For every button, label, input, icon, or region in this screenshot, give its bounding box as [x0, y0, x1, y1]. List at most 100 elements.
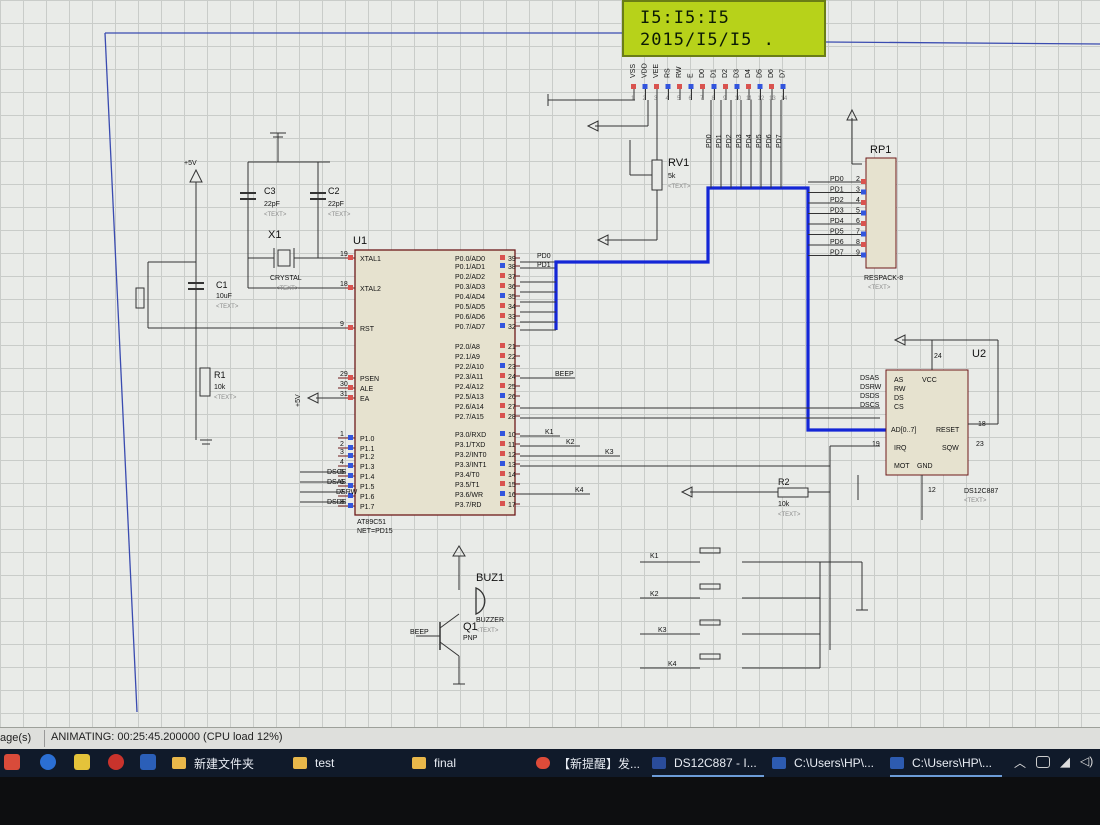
- schematic-drawing[interactable]: U1 AT89C51 NET=PD15 XTAL119XTAL218RST9PS…: [0, 0, 1100, 727]
- lcd-data-net: PD3: [736, 134, 743, 148]
- u1-left-pin-num: 4: [340, 459, 344, 466]
- u1-right-pin: P2.6/A14: [455, 404, 484, 411]
- battery-icon[interactable]: [1036, 756, 1050, 768]
- folder-icon: [293, 757, 307, 769]
- u1-right-pin: P2.4/A12: [455, 384, 484, 391]
- taskbar-item-folder[interactable]: 新建文件夹: [172, 751, 282, 775]
- reset-circuit[interactable]: +5V C1 10uF <TEXT> R1 10k <TEXT>: [135, 160, 345, 445]
- u1-left-pin: P1.7: [360, 504, 375, 511]
- lcd-pin-row[interactable]: VSS1VDD2VEE3RS4RW5E6D07D18D29D310D411D51…: [630, 63, 788, 102]
- u2-num-sqw: 23: [976, 441, 984, 448]
- key-net-k4: K4: [575, 487, 584, 494]
- taskbar-item-final[interactable]: final: [412, 751, 522, 775]
- u1-left-pin: XTAL2: [360, 286, 381, 293]
- word-icon[interactable]: [140, 754, 156, 770]
- taskbar-item-vs-2[interactable]: C:\Users\HP\...: [890, 751, 1002, 777]
- pin-state-marker: [769, 84, 774, 89]
- lcd-pin-name: D2: [722, 69, 729, 78]
- c2-ref: C2: [328, 186, 340, 196]
- rp1-part: RESPACK-8: [864, 275, 903, 282]
- pin-state-marker: [734, 84, 740, 89]
- lcd-pin-name: VSS: [630, 64, 637, 78]
- u1-right-pin: P3.6/WR: [455, 492, 483, 499]
- u2-net-dscs: DSCS: [860, 402, 880, 409]
- u2-pin-reset: RESET: [936, 427, 960, 434]
- taskbar-item-proteus[interactable]: DS12C887 - I...: [652, 751, 764, 777]
- lcd-pin-name: E: [688, 73, 695, 78]
- taskbar-item-test[interactable]: test: [293, 751, 403, 775]
- pin-state-marker: [348, 325, 353, 330]
- folder-icon: [412, 757, 426, 769]
- key-switch-k1[interactable]: K1: [640, 547, 721, 563]
- network-icon[interactable]: ◢: [1060, 754, 1070, 769]
- key-net-k1: K1: [545, 429, 554, 436]
- app-icon-2[interactable]: [40, 754, 56, 770]
- u2-rtc[interactable]: U2 DS12C887 <TEXT> AS RW DS CS AD[0..7] …: [829, 334, 999, 650]
- u1-right-pin: P2.1/A9: [455, 354, 480, 361]
- buzzer-circuit[interactable]: BUZ1 BUZZER <TEXT> Q1 PNP BEEP: [410, 545, 504, 685]
- u2-pin-vcc: VCC: [922, 377, 937, 384]
- lcd-pin-name: RW: [676, 66, 683, 78]
- u1-right-pin-num: 13: [508, 462, 516, 469]
- pin-state-marker: [500, 283, 505, 288]
- status-bar: age(s) ANIMATING: 00:25:45.200000 (CPU l…: [0, 727, 1100, 750]
- key-switch-k3[interactable]: K3: [640, 619, 721, 635]
- u2-pin-ds: DS: [894, 395, 904, 402]
- pin-state-marker: [861, 189, 866, 195]
- buz1-text-placeholder: <TEXT>: [476, 628, 499, 634]
- pin-state-marker: [500, 293, 505, 298]
- pin-state-marker: [780, 84, 786, 89]
- lcd-pin-num: 6: [689, 96, 693, 102]
- lcd-pin-name: VDD: [642, 63, 649, 78]
- r2-resistor[interactable]: R2 10k <TEXT>: [680, 477, 830, 518]
- taskbar-item-vs-1[interactable]: C:\Users\HP\...: [772, 751, 880, 775]
- pin-state-marker: [500, 431, 505, 436]
- data-bus[interactable]: [554, 186, 890, 432]
- key-switches[interactable]: K1 K2 K3 K4: [640, 547, 868, 669]
- clock-circuit[interactable]: C3 22pF <TEXT> C2 22pF <TEXT> X1 CRYSTAL…: [240, 132, 351, 292]
- u1-right-pin: P0.0/AD0: [455, 256, 485, 263]
- u1-right-pin-num: 35: [508, 294, 516, 301]
- app-icon-1[interactable]: [4, 754, 20, 770]
- pin-state-marker: [500, 501, 505, 506]
- chevron-up-icon[interactable]: ︿: [1014, 756, 1027, 770]
- page-count-label: age(s): [0, 732, 32, 744]
- u2-net-dsds: DSDS: [860, 393, 880, 400]
- app-icon-3[interactable]: [74, 754, 90, 770]
- rv1-ref: RV1: [668, 157, 689, 169]
- pin-state-marker: [500, 471, 505, 476]
- key-switch-k4[interactable]: K4: [640, 653, 721, 669]
- rp1-net: PD2: [830, 197, 844, 204]
- taskbar-label-2: final: [434, 756, 457, 770]
- key-label-k2: K2: [650, 591, 659, 598]
- p1-net-1: DSAS: [327, 479, 346, 486]
- u1-right-pin-num: 33: [508, 314, 516, 321]
- u2-pin-as: AS: [894, 377, 904, 384]
- u1-right-pin: P3.0/RXD: [455, 432, 486, 439]
- pin-state-marker: [500, 403, 505, 408]
- volume-icon[interactable]: ◁): [1080, 754, 1094, 768]
- rv1-potentiometer[interactable]: RV1 5k <TEXT>: [629, 140, 691, 191]
- folder-icon: [172, 757, 186, 769]
- u2-pin-gnd: GND: [917, 463, 933, 470]
- u2-num-irq: 19: [872, 441, 880, 448]
- key-switch-k2[interactable]: K2: [640, 583, 721, 599]
- r2-value: 10k: [778, 501, 790, 508]
- netease-icon[interactable]: [108, 754, 124, 770]
- taskbar-label-0: 新建文件夹: [194, 756, 255, 771]
- u2-text-placeholder: <TEXT>: [964, 498, 987, 504]
- u1-left-pin-num: 3: [340, 449, 344, 456]
- lcd-data-net: PD4: [746, 134, 753, 148]
- taskbar-item-browser[interactable]: 【新提醒】发...: [536, 751, 642, 775]
- pin-state-marker: [500, 461, 505, 466]
- u1-left-pin-num: 29: [340, 371, 348, 378]
- lcd-pin-name: D7: [780, 69, 787, 78]
- lcd-pin-name: RS: [665, 68, 672, 78]
- pin-state-marker: [500, 491, 505, 496]
- u1-left-pin: P1.5: [360, 484, 375, 491]
- u2-net-dsas: DSAS: [860, 375, 879, 382]
- u1-right-pin: P0.4/AD4: [455, 294, 485, 301]
- u1-mcu[interactable]: U1 AT89C51 NET=PD15 XTAL119XTAL218RST9PS…: [338, 235, 520, 535]
